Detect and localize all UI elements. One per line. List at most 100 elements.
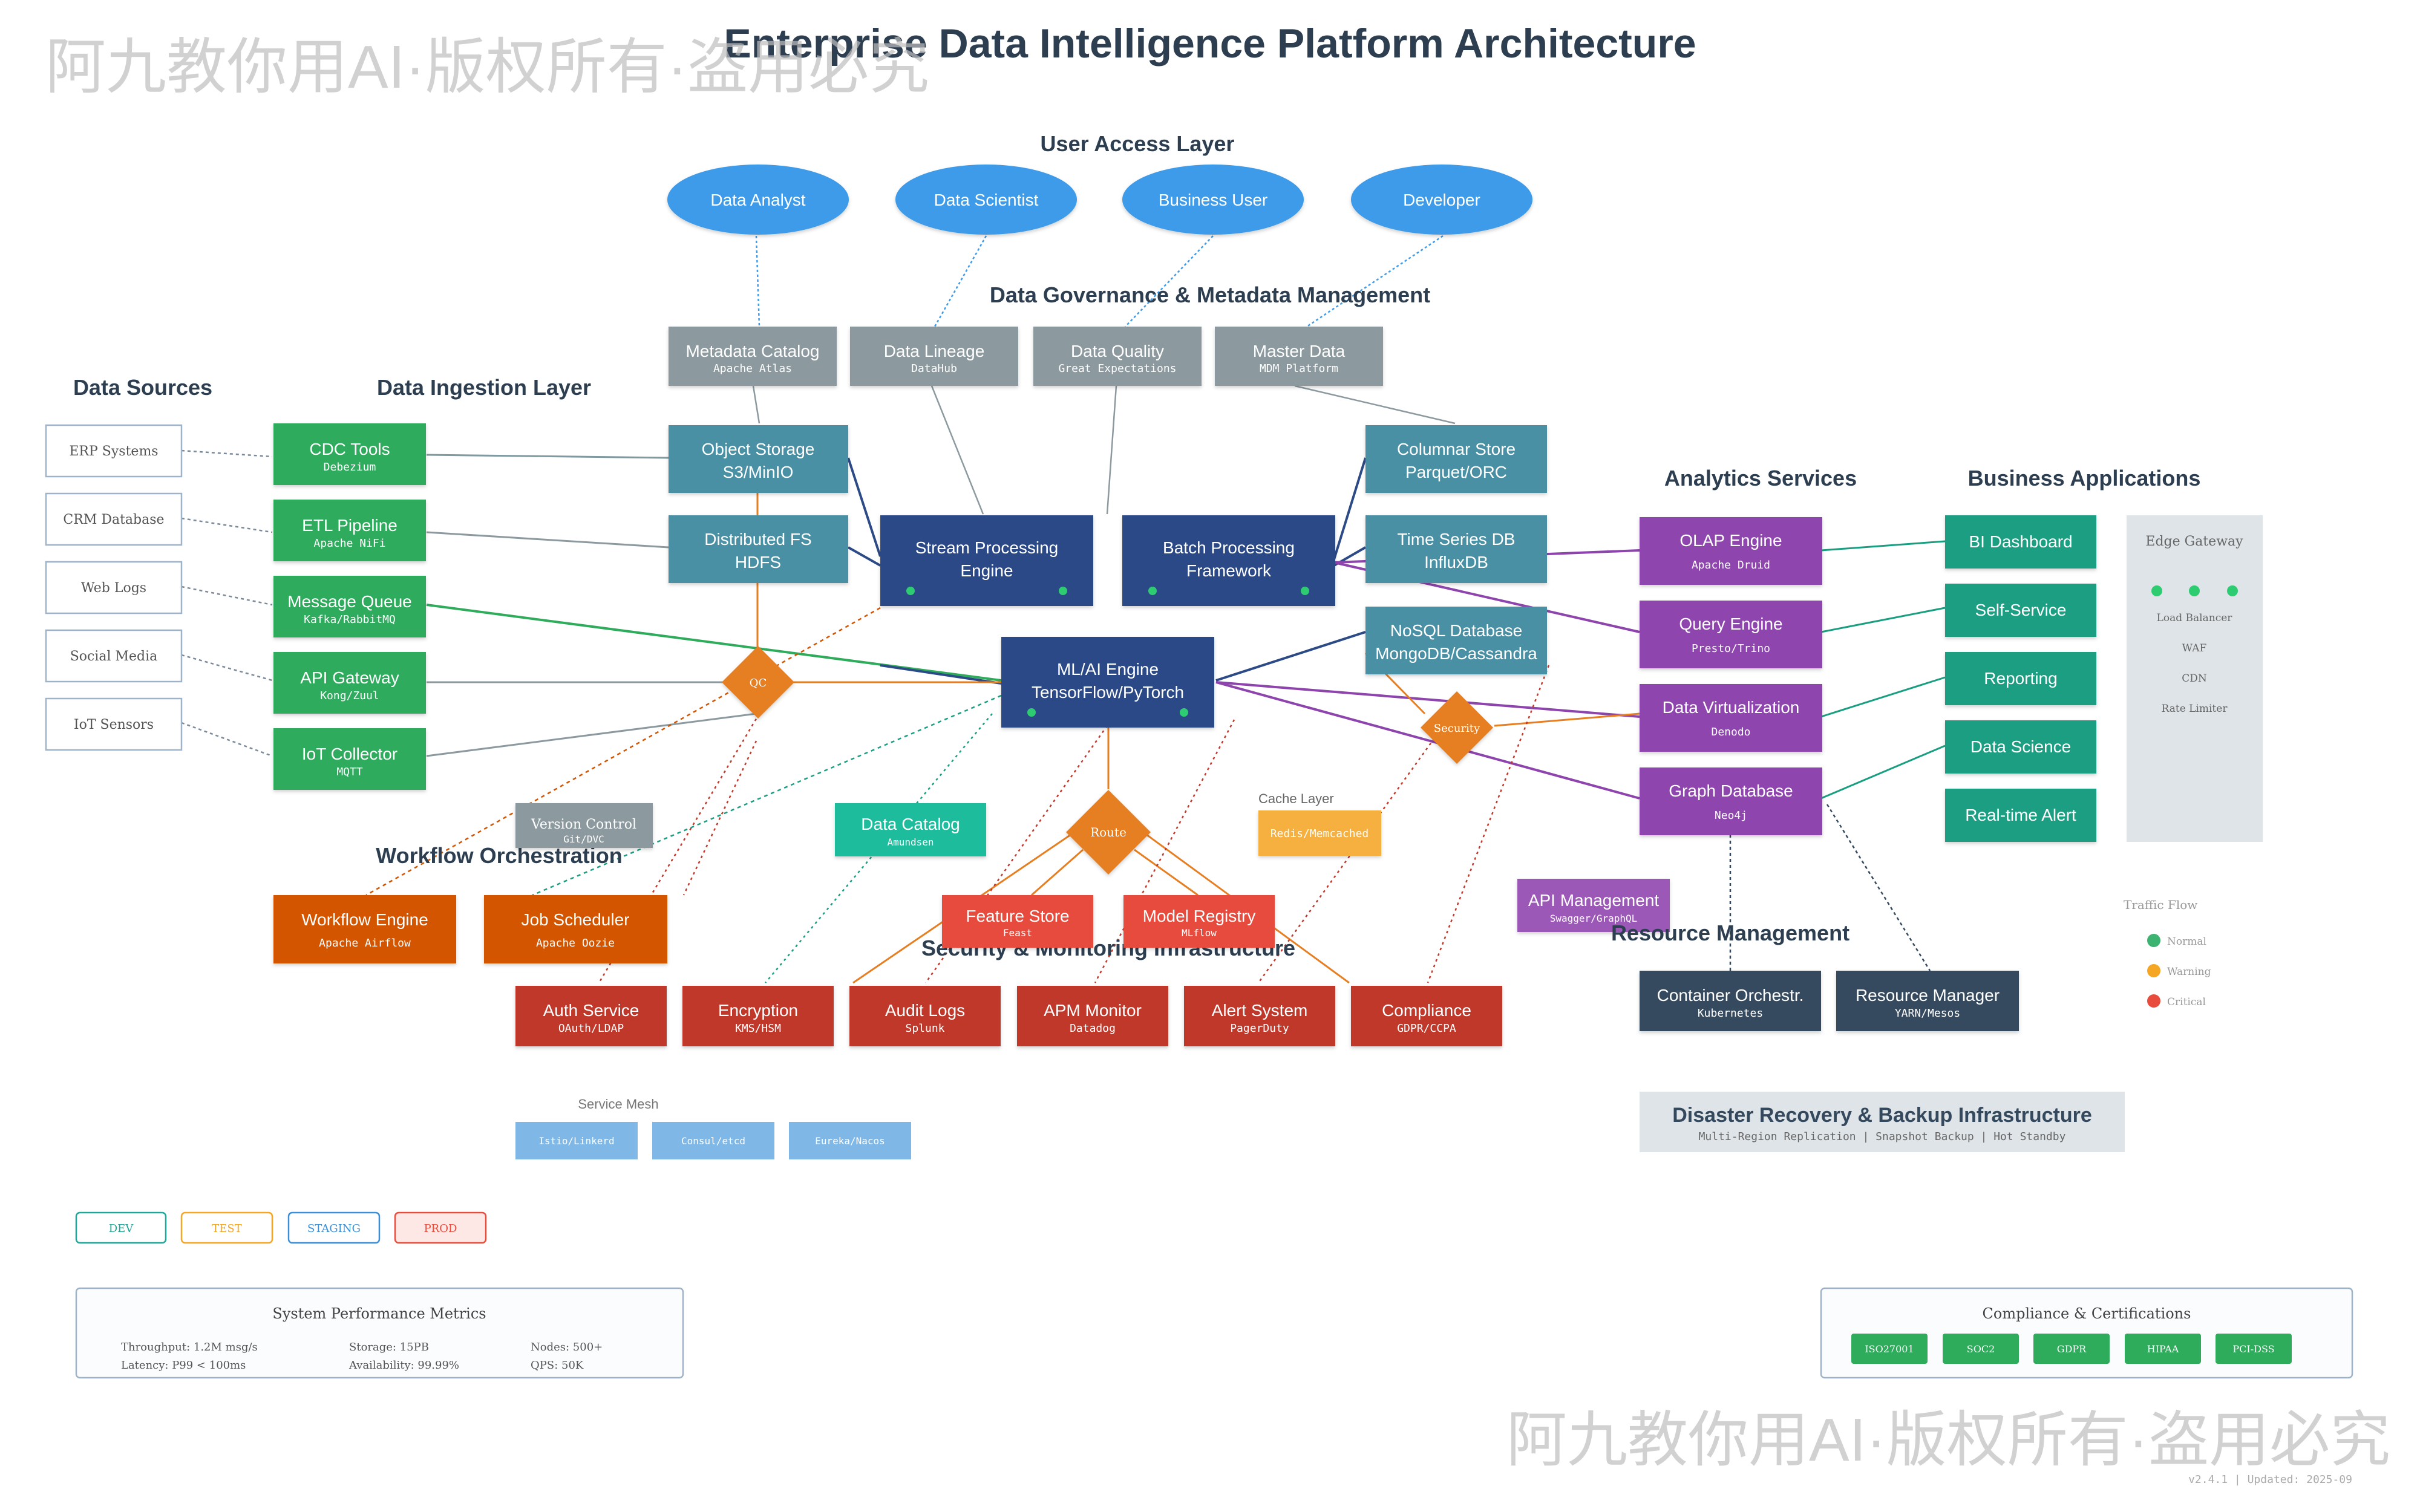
gov-name: Master Data [1253,342,1346,360]
source-iot-sensors[interactable]: IoT Sensors [45,697,183,751]
security-diamond[interactable]: Security [1421,691,1493,764]
env-dev[interactable]: DEV [75,1211,167,1244]
user-label: Developer [1403,191,1480,209]
traffic-item: Critical [2167,996,2206,1008]
user-data-analyst[interactable]: Data Analyst [667,165,849,235]
user-data-scientist[interactable]: Data Scientist [895,165,1077,235]
storage-line2: InfluxDB [1424,553,1488,572]
qc-diamond[interactable]: QC [722,646,794,719]
env-prod[interactable]: PROD [394,1211,487,1244]
env-label: STAGING [307,1222,361,1235]
biz-real-time-alert[interactable]: Real-time Alert [1945,789,2096,842]
metric-value: Availability: 99.99% [348,1359,459,1372]
source-erp[interactable]: ERP Systems [45,424,183,478]
storage-line1: NoSQL Database [1390,621,1522,640]
resource-container-orchestr[interactable]: Container Orchestr.Kubernetes [1640,971,1821,1031]
env-staging[interactable]: STAGING [287,1211,381,1244]
analytics-sub: Denodo [1711,726,1750,738]
sec-sub: PagerDuty [1230,1022,1289,1035]
proc-line1: ML/AI Engine [1057,660,1159,679]
heading-resource: Resource Management [1611,921,1849,945]
mesh-consul[interactable]: Consul/etcd [652,1122,774,1159]
cert-soc2[interactable]: SOC2 [1943,1334,2019,1364]
source-crm[interactable]: CRM Database [45,492,183,546]
user-label: Business User [1159,191,1268,209]
resource-name: Resource Manager [1856,986,2000,1005]
service-mesh-label: Service Mesh [578,1097,658,1112]
performance-metrics-panel: System Performance Metrics Throughput: 1… [75,1287,684,1379]
section-headings: User Access Layer Data Governance & Meta… [73,131,2200,868]
ingest-name: API Gateway [300,668,399,687]
mlops-name: Model Registry [1143,907,1256,925]
biz-self-service[interactable]: Self-Service [1945,584,2096,637]
biz-reporting[interactable]: Reporting [1945,652,2096,705]
edge-status-dot [2227,585,2238,596]
cert-hipaa[interactable]: HIPAA [2125,1334,2201,1364]
cert-gdpr[interactable]: GDPR [2033,1334,2110,1364]
service-mesh: Service Mesh Istio/Linkerd Consul/etcd E… [515,1097,911,1159]
cert-iso27001[interactable]: ISO27001 [1851,1334,1928,1364]
cert-label: PCI-DSS [2232,1343,2274,1355]
cert-label: SOC2 [1967,1343,1995,1355]
env-test[interactable]: TEST [180,1211,273,1244]
cache-redis[interactable]: Redis/Memcached [1258,810,1381,856]
edge-item: WAF [2182,642,2207,654]
user-developer[interactable]: Developer [1351,165,1532,235]
route-diamond[interactable]: Route [1066,790,1151,875]
mesh-eureka[interactable]: Eureka/Nacos [789,1122,911,1159]
mesh-item: Eureka/Nacos [815,1135,885,1147]
status-dot [1027,708,1036,717]
mlops-sub: Feast [1003,927,1032,939]
cert-pci-dss[interactable]: PCI-DSS [2216,1334,2292,1364]
edge-status-dot [2189,585,2200,596]
analytics-sub: Presto/Trino [1692,642,1770,655]
source-label: Web Logs [81,581,146,596]
biz-bi-dashboard[interactable]: BI Dashboard [1945,515,2096,569]
user-business-user[interactable]: Business User [1122,165,1304,235]
mesh-istio[interactable]: Istio/Linkerd [515,1122,638,1159]
data-sources: ERP Systems CRM Database Web Logs Social… [45,424,183,751]
disaster-recovery-panel[interactable]: Disaster Recovery & Backup Infrastructur… [1640,1092,2125,1152]
source-web-logs[interactable]: Web Logs [45,561,183,614]
version-label: v2.4.1 | Updated: 2025-09 [2188,1473,2352,1486]
source-social-media[interactable]: Social Media [45,629,183,683]
biz-data-science[interactable]: Data Science [1945,720,2096,774]
